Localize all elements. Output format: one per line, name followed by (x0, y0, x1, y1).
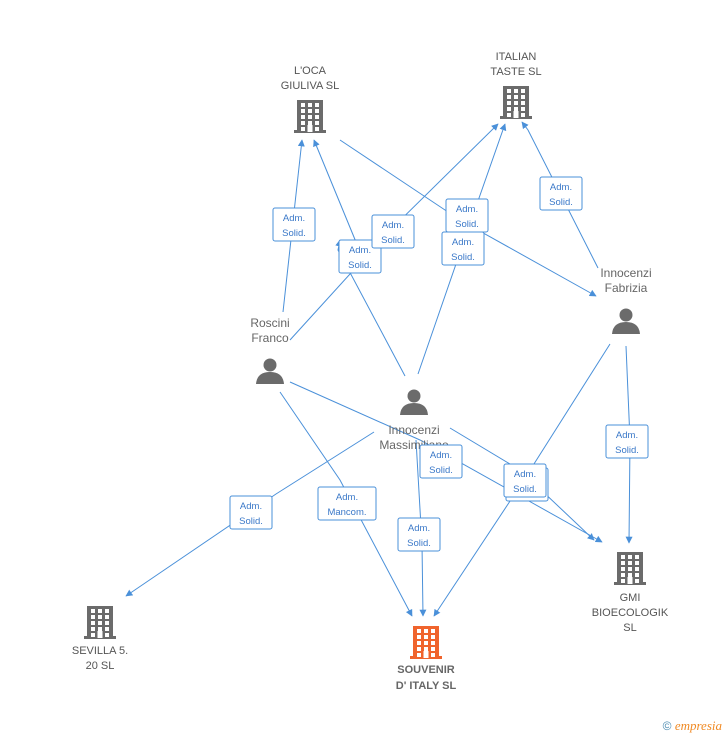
brand-name[interactable]: empresia (674, 718, 722, 733)
company-name: GIULIVA SL (281, 80, 340, 92)
relation-label-text: Solid. (348, 260, 372, 271)
relation-label-text: Adm. (283, 213, 305, 224)
company-name: 20 SL (86, 660, 115, 672)
relation-label-text: Solid. (549, 197, 573, 208)
building-icon[interactable] (614, 552, 646, 585)
relation-label[interactable]: Adm. Solid. (229, 495, 273, 530)
relation-label-layer: Adm. Solid. Adm. Solid. Adm. Solid. Adm. Solid.… (229, 176, 649, 552)
relation-label-text: Adm. (240, 501, 262, 512)
building-icon[interactable] (84, 606, 116, 639)
relation-label-text: Adm. (616, 430, 638, 441)
relation-label-text: Solid. (451, 252, 475, 263)
relation-label-text: Solid. (282, 228, 306, 239)
relation-label[interactable]: Adm. Mancom. (317, 486, 377, 521)
relation-label-box (338, 239, 382, 274)
relation-label-text: Adm. (456, 204, 478, 215)
relation-label[interactable]: Adm. Solid. (397, 517, 441, 552)
relation-edge (521, 121, 599, 269)
relation-edge (125, 431, 375, 597)
relation-label-box (371, 214, 415, 249)
person-name: Innocenzi (600, 266, 651, 280)
relation-label-text: Solid. (381, 235, 405, 246)
company-node-loca[interactable]: L'OCA GIULIVA SL (281, 65, 340, 133)
company-name: D' ITALY SL (396, 680, 457, 692)
person-icon[interactable] (400, 389, 428, 416)
company-node-gmi[interactable]: GMI BIOECOLOGIK SL (592, 552, 669, 634)
relation-label-text: Mancom. (327, 507, 366, 518)
building-icon[interactable] (410, 626, 442, 659)
footer-brand: © empresia (663, 718, 722, 734)
relation-label-text: Adm. (452, 237, 474, 248)
relation-edge (289, 381, 603, 543)
relation-label[interactable]: Adm. Solid. (539, 176, 583, 211)
relation-label[interactable]: Adm. Solid. (338, 239, 382, 274)
company-node-sevilla[interactable]: SEVILLA 5. 20 SL (72, 606, 128, 672)
building-icon[interactable] (500, 86, 532, 119)
relation-label-box (229, 495, 273, 530)
relation-label-text: Adm. (550, 182, 572, 193)
relation-label-text: Solid. (513, 484, 537, 495)
copyright-symbol: © (662, 719, 672, 733)
relation-label-box (445, 198, 489, 233)
relation-label-text: Adm. (382, 220, 404, 231)
node-layer: L'OCA GIULIVA SL ITALIAN TASTE SL GMI BIOECOL… (72, 51, 669, 692)
relation-label[interactable]: Adm. Solid. (445, 198, 489, 233)
relation-edge (279, 391, 413, 617)
relation-label[interactable]: Adm. Solid. (419, 444, 463, 479)
company-name: TASTE SL (490, 66, 541, 78)
relation-label-text: Adm. (514, 469, 536, 480)
relation-label-text: Solid. (455, 219, 479, 230)
company-name: SL (623, 622, 636, 634)
company-name: GMI (620, 592, 641, 604)
relation-label-text: Solid. (615, 445, 639, 456)
relation-label[interactable]: Adm. Solid. (272, 207, 316, 242)
relation-label-text: Solid. (239, 516, 263, 527)
relation-edge (313, 139, 357, 243)
building-icon[interactable] (294, 100, 326, 133)
relation-label-text: Adm. (408, 523, 430, 534)
relation-label[interactable]: Adm. Solid. (371, 214, 415, 249)
person-name: Roscini (250, 316, 289, 330)
relation-label-text: Solid. (407, 538, 431, 549)
person-name: Fabrizia (605, 281, 648, 295)
person-icon[interactable] (256, 358, 284, 385)
relation-label-box (317, 486, 377, 521)
relation-label-box (419, 444, 463, 479)
relation-label[interactable]: Adm. Solid. (441, 231, 485, 266)
relation-label-text: Solid. (429, 465, 453, 476)
relation-label-box (605, 424, 649, 459)
company-node-italian[interactable]: ITALIAN TASTE SL (490, 51, 542, 119)
company-name: SEVILLA 5. (72, 645, 128, 657)
company-name: ITALIAN (496, 51, 537, 63)
person-icon[interactable] (612, 308, 640, 335)
company-node-souvenir[interactable]: SOUVENIR D' ITALY SL (396, 626, 457, 692)
relation-label-text: Adm. (430, 450, 452, 461)
company-name: BIOECOLOGIK (592, 607, 669, 619)
person-name: Franco (251, 331, 289, 345)
relation-label-text: Adm. (349, 245, 371, 256)
relation-label[interactable]: Adm. Solid. (503, 463, 547, 498)
person-name: Innocenzi (388, 423, 439, 437)
relation-label-text: Adm. (336, 492, 358, 503)
relation-label-box (503, 463, 547, 498)
company-name: L'OCA (294, 65, 327, 77)
relation-label-box (397, 517, 441, 552)
relation-label[interactable]: Adm. Solid. (605, 424, 649, 459)
company-name: SOUVENIR (397, 664, 455, 676)
relation-label-box (272, 207, 316, 242)
relation-label-box (539, 176, 583, 211)
